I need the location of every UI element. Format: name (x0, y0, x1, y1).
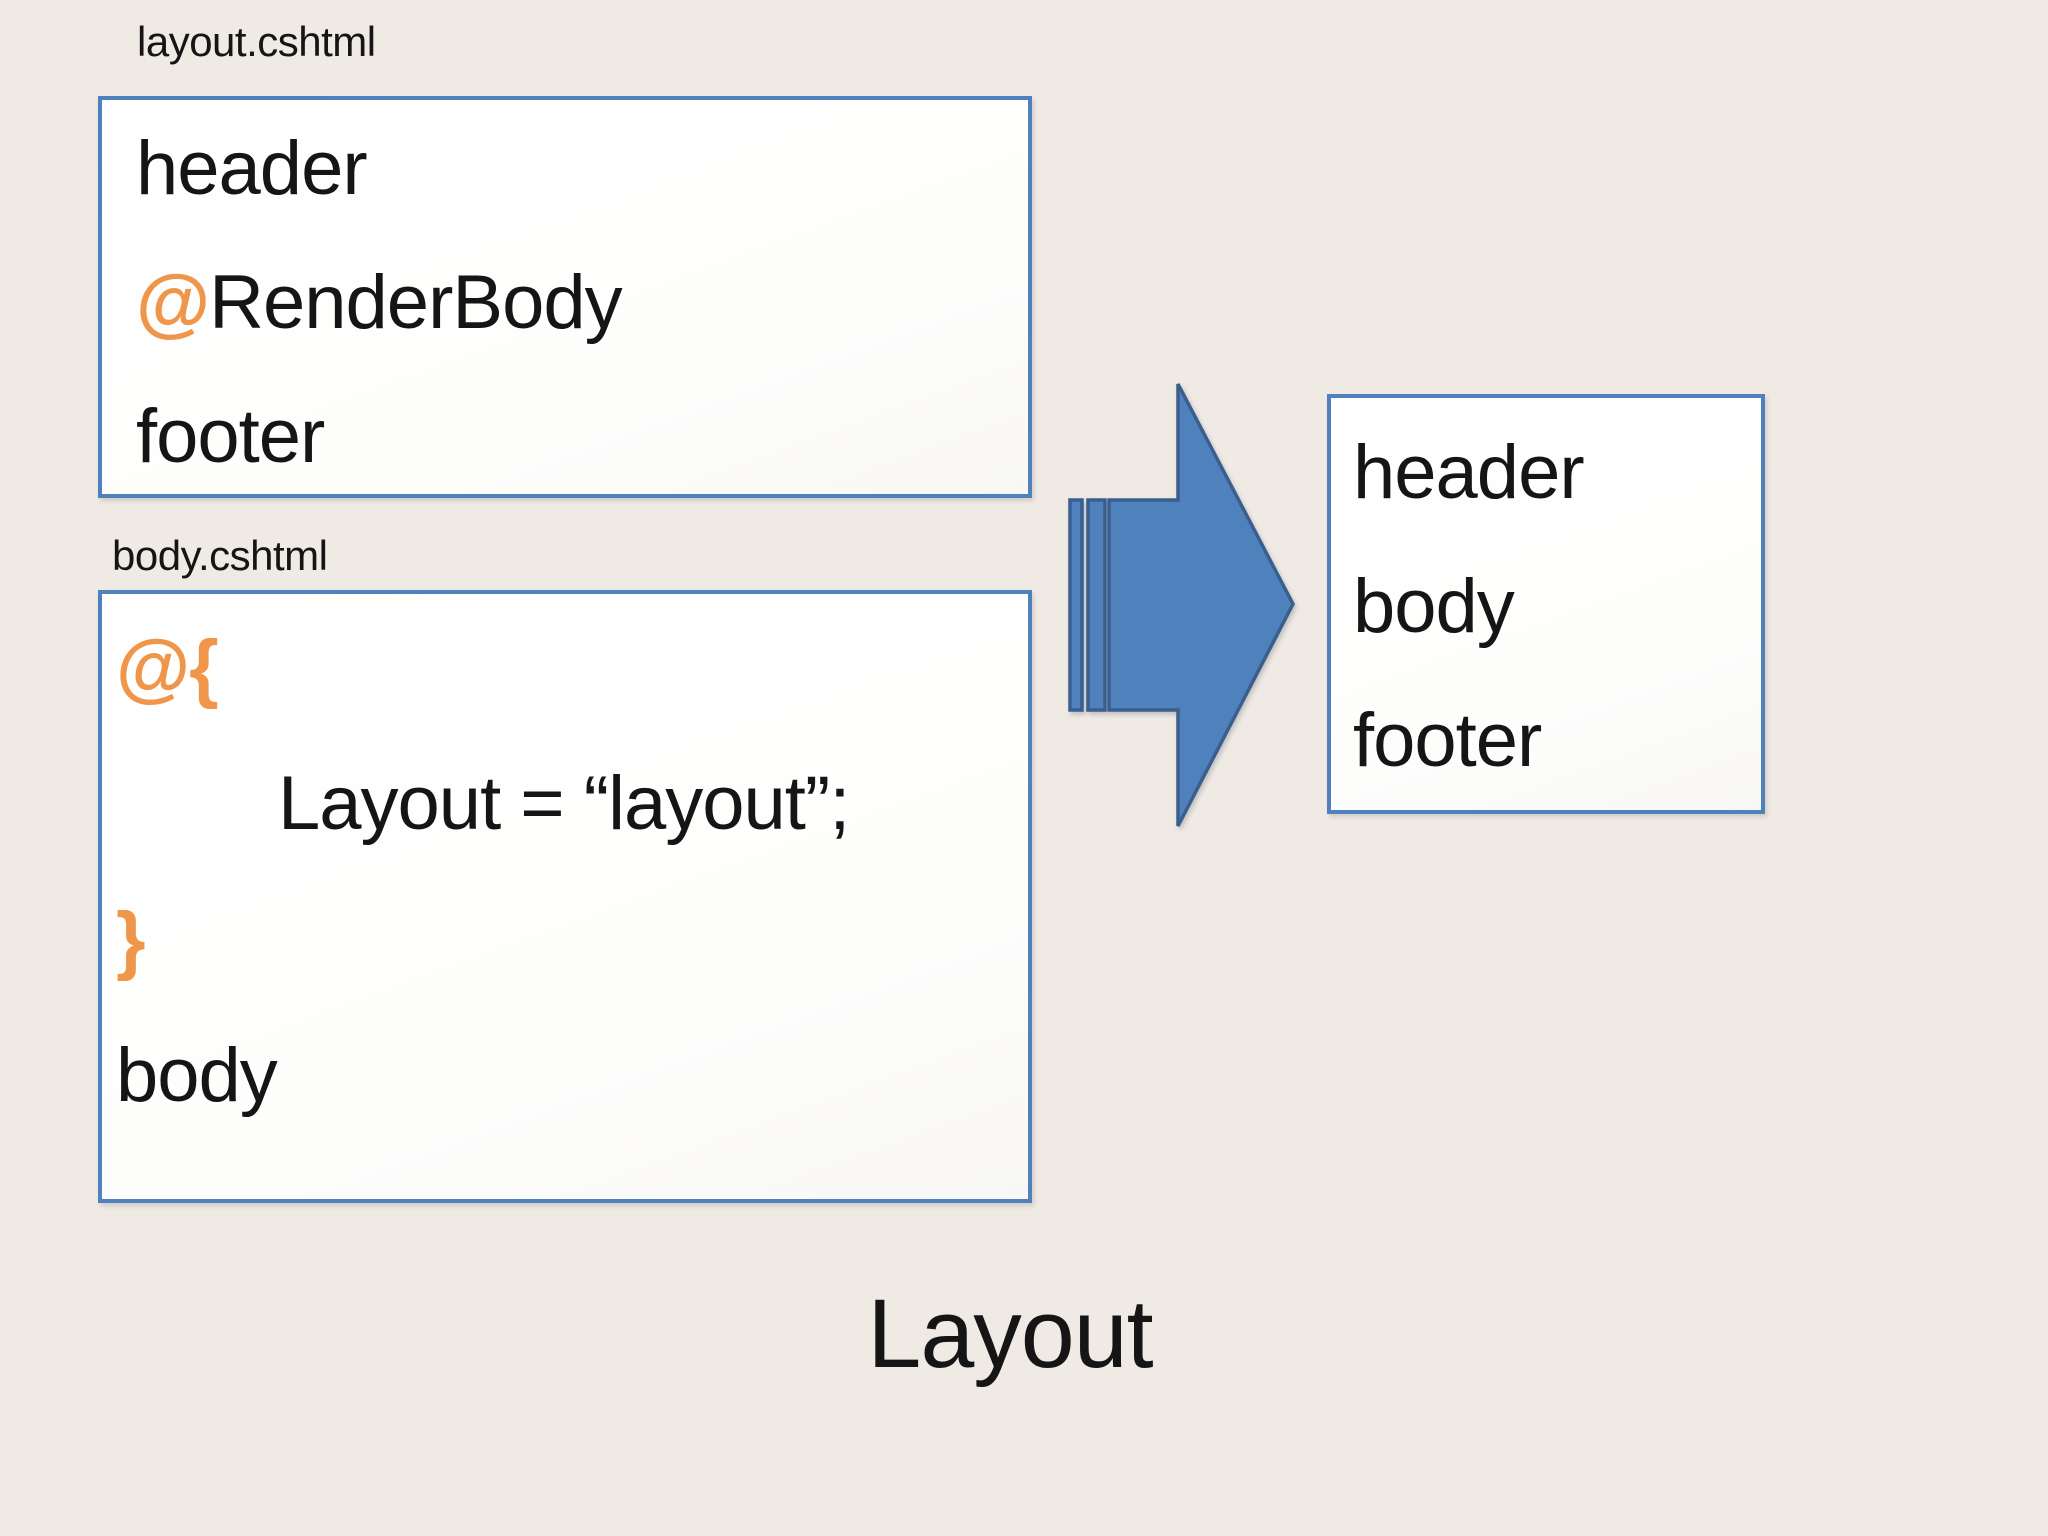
code-text-header: header (136, 126, 368, 211)
code-line: header (136, 102, 1028, 236)
code-text-footer: footer (136, 394, 325, 479)
body-cshtml-box: @{ Layout = “layout”; } body (98, 590, 1032, 1203)
result-box: header body footer (1327, 394, 1765, 814)
code-line: @RenderBody (136, 236, 1028, 370)
code-line: @{ (116, 600, 1028, 736)
razor-close-brace-accent: } (116, 897, 146, 982)
code-line: } (116, 872, 1028, 1008)
razor-open-brace-accent: @{ (116, 625, 219, 710)
code-line: header (1353, 406, 1761, 540)
striped-right-arrow-icon (1068, 383, 1295, 827)
code-line: footer (136, 370, 1028, 504)
code-line: body (116, 1008, 1028, 1144)
code-text-body: body (116, 1033, 278, 1118)
at-symbol-accent: @ (136, 260, 210, 345)
code-line: body (1353, 540, 1761, 674)
code-text-renderbody: RenderBody (209, 260, 622, 345)
code-line: Layout = “layout”; (116, 736, 1028, 872)
layout-file-label: layout.cshtml (137, 18, 376, 65)
code-line: footer (1353, 674, 1761, 808)
result-text-body: body (1353, 564, 1515, 649)
result-text-footer: footer (1353, 698, 1542, 783)
code-text-layout-assignment: Layout = “layout”; (278, 761, 850, 846)
slide-title: Layout (867, 1279, 1153, 1388)
layout-cshtml-box: header @RenderBody footer (98, 96, 1032, 498)
body-file-label: body.cshtml (112, 532, 328, 579)
result-text-header: header (1353, 430, 1585, 515)
